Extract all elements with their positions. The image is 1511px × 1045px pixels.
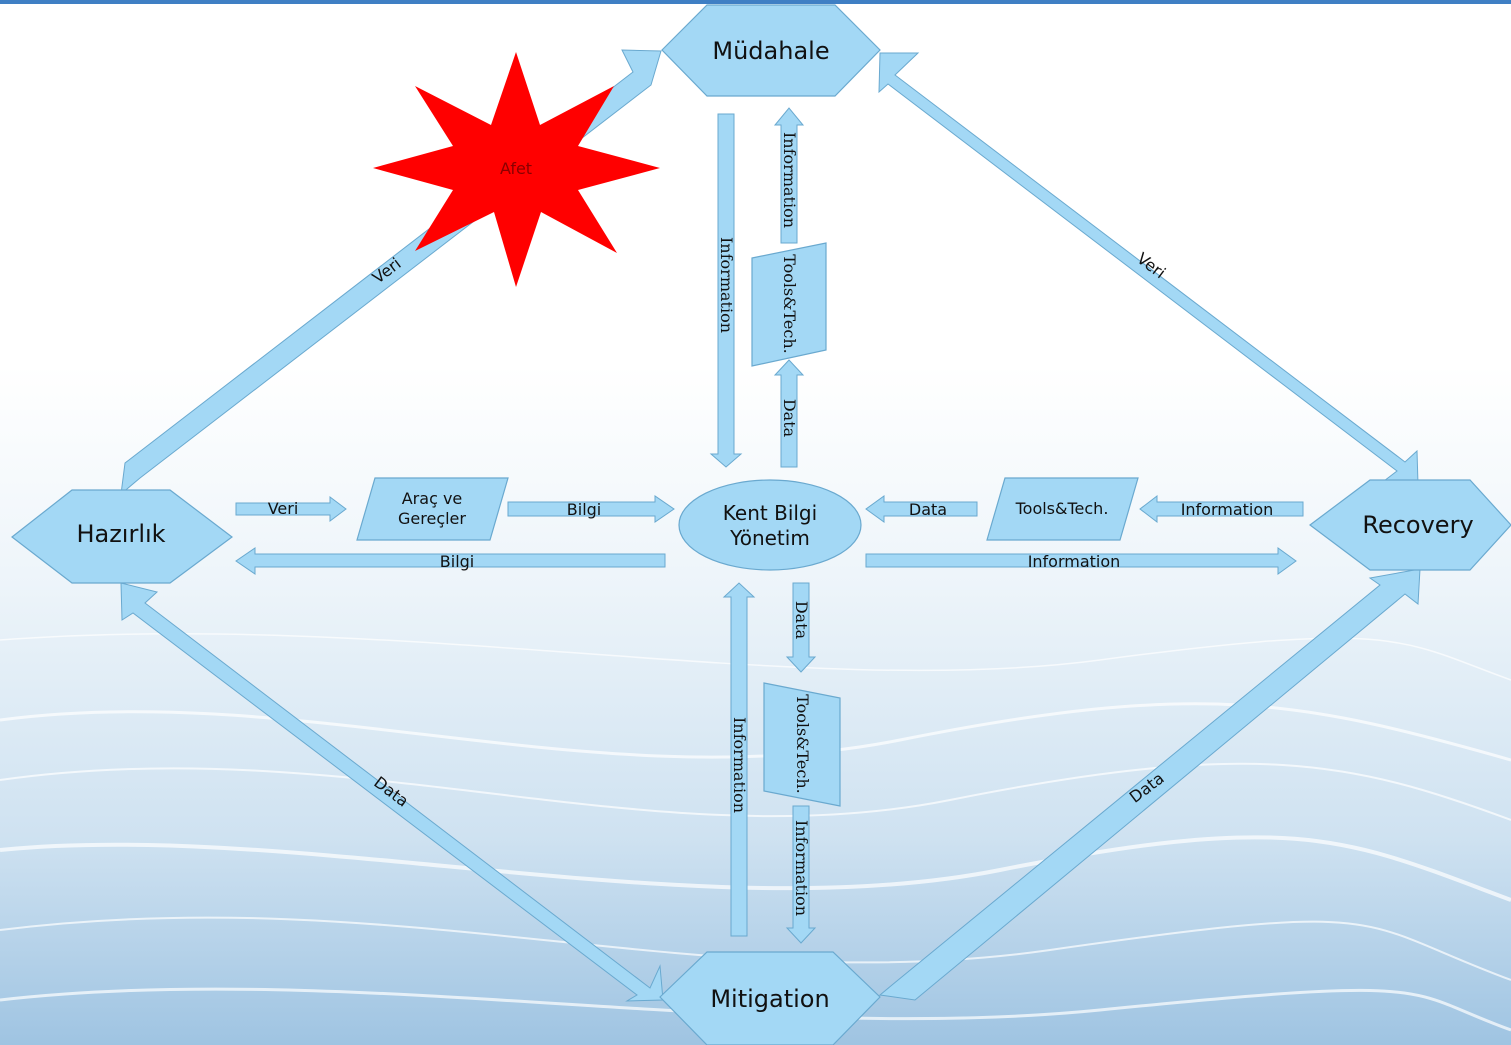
node-tools-tech-bottom	[763, 682, 841, 807]
label-information-bottom-up: Information	[730, 717, 749, 813]
node-kent-bilgi-line1: Kent Bilgi	[723, 501, 817, 525]
node-hazirlik-label: Hazırlık	[76, 520, 165, 548]
node-recovery-label: Recovery	[1362, 511, 1473, 539]
arrow-data-bottom-down	[785, 582, 817, 673]
node-tools-tech-right	[986, 477, 1139, 541]
arrow-information-to-recovery	[865, 547, 1297, 575]
arrow-bilgi-to-hazirlik	[235, 547, 666, 575]
label-information-bottom: Information	[1028, 552, 1121, 571]
label-veri-right-diagonal: Veri	[1133, 249, 1169, 283]
arrow-information-top-up	[773, 107, 805, 244]
label-information-top-up: Information	[780, 132, 799, 228]
label-information-bottom-down: Information	[792, 820, 811, 916]
arrow-data-to-center	[865, 495, 978, 523]
arrow-information-from-recovery	[1139, 494, 1304, 524]
node-tools-tech-top	[751, 242, 827, 367]
node-mudahale-label: Müdahale	[712, 37, 829, 65]
afet-star	[373, 52, 660, 287]
label-data-right: Data	[909, 500, 947, 519]
node-tools-bottom-label: Tools&Tech.	[793, 694, 812, 794]
node-tools-top-label: Tools&Tech.	[780, 254, 799, 354]
node-hazirlik	[11, 489, 234, 584]
node-recovery	[1309, 479, 1511, 571]
top-bar	[0, 0, 1511, 4]
label-data-top-up: Data	[780, 399, 799, 438]
arrow-bilgi-to-center	[507, 495, 675, 523]
arrow-information-top-down	[709, 113, 743, 468]
node-mitigation-label: Mitigation	[710, 985, 829, 1013]
label-data-bottom-down: Data	[792, 601, 811, 640]
node-arac-line2: Gereçler	[398, 509, 466, 528]
arrow-veri-left	[235, 496, 347, 522]
node-kent-bilgi-line2: Yönetim	[729, 526, 810, 550]
node-mudahale	[661, 4, 881, 97]
label-bilgi-top: Bilgi	[567, 500, 601, 519]
afet-label: Afet	[500, 159, 532, 178]
arrow-data-top-up	[773, 359, 805, 468]
label-veri-left: Veri	[268, 499, 299, 518]
node-mitigation	[659, 951, 881, 1045]
label-bilgi-bottom: Bilgi	[440, 552, 474, 571]
label-information-right: Information	[1181, 500, 1274, 519]
label-information-top-down: Information	[717, 237, 736, 333]
node-kent-bilgi-yonetim	[678, 479, 862, 571]
node-arac-line1: Araç ve	[402, 489, 463, 508]
node-tools-right-label: Tools&Tech.	[1015, 499, 1109, 518]
arrow-information-bottom-up	[722, 582, 756, 937]
node-arac-ve-gerecler	[356, 477, 509, 541]
arrow-information-bottom-down	[785, 805, 817, 944]
